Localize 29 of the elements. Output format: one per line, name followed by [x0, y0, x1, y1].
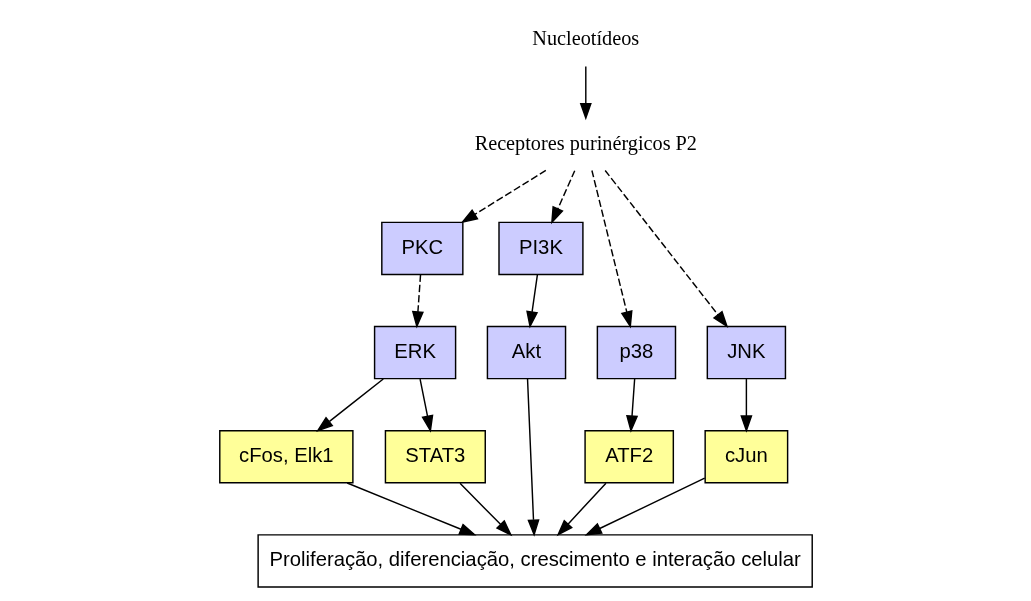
arrow: [556, 482, 607, 537]
arrow: [579, 65, 592, 121]
node-text: Nucleotídeos: [531, 27, 639, 50]
node-box: PKC: [380, 221, 464, 276]
node-text: Receptores purinérgicos P2: [474, 131, 697, 154]
node-box: JNK: [706, 325, 786, 380]
arrow: [590, 169, 633, 329]
arrow: [584, 477, 705, 536]
arrow: [550, 170, 575, 225]
arrow: [739, 378, 752, 433]
node-box: cFos, Elk1: [218, 429, 354, 484]
arrow: [458, 482, 512, 537]
arrow: [625, 378, 638, 433]
arrow: [346, 482, 477, 536]
arrow: [603, 169, 728, 328]
node-box: ERK: [373, 325, 456, 380]
arrow: [315, 378, 384, 432]
arrow: [526, 378, 540, 537]
node-box: ATF2: [583, 429, 674, 484]
node-box: cJun: [703, 429, 788, 484]
arrow: [525, 274, 538, 329]
arrow: [418, 378, 433, 433]
node-box: PI3K: [497, 221, 584, 276]
arrow: [411, 274, 424, 329]
arrow: [460, 169, 547, 224]
node-box: p38: [596, 325, 676, 380]
node-box: STAT3: [384, 429, 486, 484]
node-box: Akt: [486, 325, 566, 380]
node-box: Proliferação, diferenciação, crescimento e interação celular: [256, 534, 813, 588]
